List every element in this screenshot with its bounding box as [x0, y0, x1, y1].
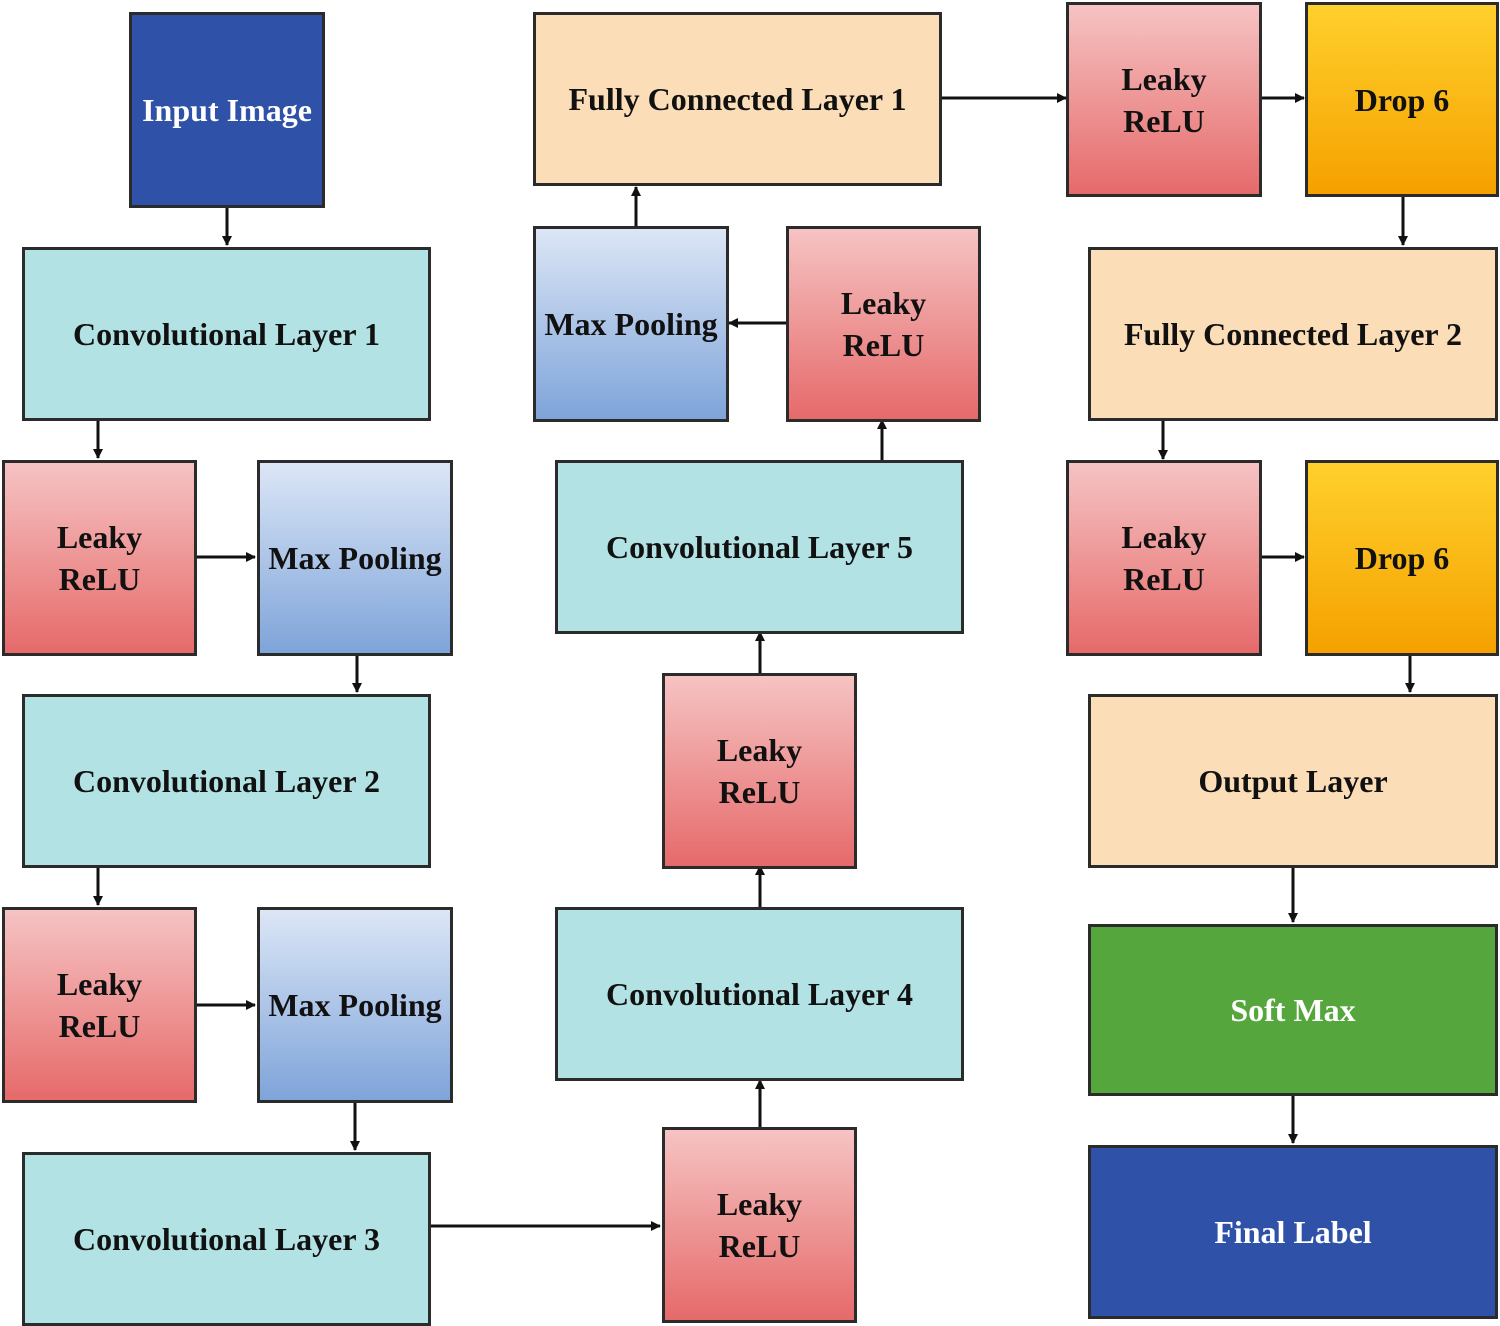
conv-layer-5-node: Convolutional Layer 5 [555, 460, 964, 634]
conv-layer-3-label: Convolutional Layer 3 [73, 1221, 380, 1257]
fully-connected-layer-2-label: Fully Connected Layer 2 [1123, 316, 1463, 352]
conv-layer-2-node: Convolutional Layer 2 [22, 694, 431, 868]
output-layer-label: Output Layer [1198, 763, 1388, 799]
conv-layer-4-label: Convolutional Layer 4 [606, 976, 913, 1012]
final-label-node: Final Label [1088, 1145, 1498, 1319]
leaky-relu-3-line2: ReLU [718, 1228, 801, 1264]
max-pooling-2-node: Max Pooling [257, 907, 453, 1103]
leaky-relu-5-line2: ReLU [842, 327, 925, 363]
output-layer-node: Output Layer [1088, 694, 1498, 868]
leaky-relu-4-line2: ReLU [718, 774, 801, 810]
conv-layer-4-node: Convolutional Layer 4 [555, 907, 964, 1081]
dropout-1-node: Drop 6 [1305, 2, 1499, 197]
max-pooling-1-node: Max Pooling [257, 460, 453, 656]
leaky-relu-7-line2: ReLU [1123, 561, 1205, 597]
leaky-relu-5-line1: Leaky [840, 285, 927, 321]
max-pooling-3-node: Max Pooling [533, 226, 729, 422]
max-pooling-1-label: Max Pooling [268, 540, 442, 576]
leaky-relu-4-line1: Leaky [716, 732, 803, 768]
input-image-label: Input Image [142, 92, 312, 128]
leaky-relu-1-line2: ReLU [58, 561, 141, 597]
leaky-relu-6-line2: ReLU [1123, 102, 1205, 139]
conv-layer-3-node: Convolutional Layer 3 [22, 1152, 431, 1326]
leaky-relu-1-line1: Leaky [56, 519, 143, 555]
conv-layer-2-label: Convolutional Layer 2 [73, 763, 380, 799]
conv-layer-1-label: Convolutional Layer 1 [73, 316, 380, 352]
dropout-1-label: Drop 6 [1354, 81, 1450, 118]
fully-connected-layer-1-node: Fully Connected Layer 1 [533, 12, 942, 186]
dropout-2-label: Drop 6 [1354, 540, 1450, 576]
input-image-node: Input Image [129, 12, 325, 208]
softmax-label: Soft Max [1230, 992, 1356, 1028]
softmax-node: Soft Max [1088, 924, 1498, 1096]
max-pooling-2-label: Max Pooling [268, 987, 442, 1023]
leaky-relu-2-line2: ReLU [58, 1008, 141, 1044]
final-label-label: Final Label [1214, 1214, 1372, 1250]
leaky-relu-2-line1: Leaky [56, 966, 143, 1002]
fully-connected-layer-1-label: Fully Connected Layer 1 [568, 81, 907, 117]
leaky-relu-7-line1: Leaky [1121, 519, 1207, 555]
leaky-relu-3-line1: Leaky [716, 1186, 803, 1222]
leaky-relu-6-line1: Leaky [1121, 60, 1207, 97]
conv-layer-5-label: Convolutional Layer 5 [606, 529, 913, 565]
fully-connected-layer-2-node: Fully Connected Layer 2 [1088, 247, 1498, 421]
conv-layer-1-node: Convolutional Layer 1 [22, 247, 431, 421]
max-pooling-3-label: Max Pooling [544, 306, 718, 342]
dropout-2-node: Drop 6 [1305, 460, 1499, 656]
